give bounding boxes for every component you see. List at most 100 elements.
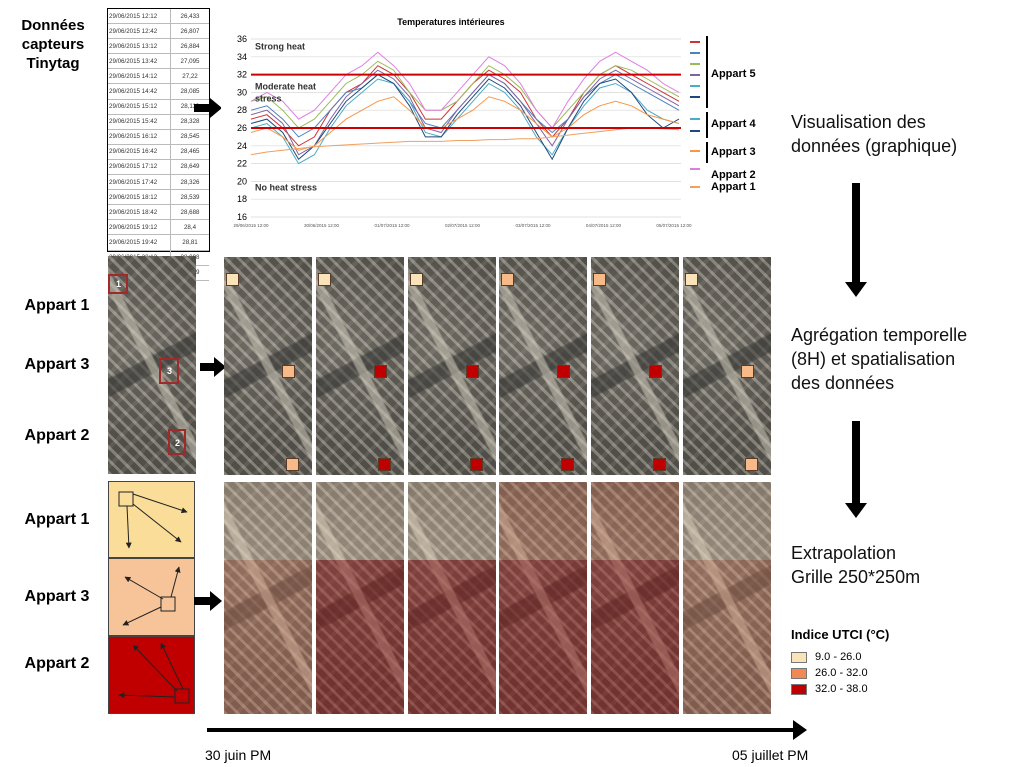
y-tick-label: 24 (237, 141, 247, 151)
utci-tint-band (408, 482, 496, 560)
utci-tint-band (499, 638, 587, 714)
y-tick-label: 16 (237, 212, 247, 222)
datetime-cell: 29/06/2015 15:12 (108, 99, 171, 115)
caption-aggregation: Agrégation temporelle (8H) et spatialisa… (791, 323, 967, 395)
spread-arrows-icon (118, 642, 190, 704)
spread-arrows-icon (118, 491, 188, 549)
legend-swatch (791, 684, 807, 695)
locator-box-1: 1 (108, 274, 128, 294)
x-tick-label: 30/06/2015 12:00 (304, 223, 340, 228)
caption-line: (8H) et spatialisation (791, 349, 956, 369)
utci-marker (741, 365, 754, 378)
aggregated-map-panel (224, 257, 312, 475)
y-tick-label: 28 (237, 105, 247, 115)
row-label-appart-3: Appart 3 (24, 356, 90, 373)
datetime-cell: 29/06/2015 12:42 (108, 23, 171, 40)
utci-marker (593, 273, 606, 286)
legend-line-icon (690, 41, 700, 43)
spread-arrows-icon (122, 566, 181, 626)
utci-marker (318, 273, 331, 286)
utci-tint-band (316, 638, 404, 714)
series-line (250, 127, 680, 156)
value-cell: 28,81 (170, 234, 209, 251)
caption-visualisation: Visualisation des données (graphique) (791, 110, 957, 158)
y-tick-label: 36 (237, 34, 247, 44)
utci-tint-band (316, 482, 404, 560)
y-tick-label: 26 (237, 123, 247, 133)
x-tick-label: 01/07/2015 12:00 (374, 223, 410, 228)
utci-marker (410, 273, 423, 286)
arrow-down-icon (845, 421, 867, 518)
datetime-cell: 29/06/2015 19:42 (108, 234, 171, 251)
legend-line-icon (690, 186, 700, 188)
datetime-cell: 29/06/2015 16:42 (108, 144, 171, 160)
utci-marker (745, 458, 758, 471)
legend-line-icon (690, 85, 700, 87)
value-cell: 28,328 (170, 114, 209, 130)
utci-tint-band (591, 482, 679, 560)
utci-tint-band (224, 482, 312, 560)
caption-line: Extrapolation (791, 543, 897, 563)
legend-bracket (706, 36, 708, 108)
chart-annotation: Strong heat (255, 42, 305, 52)
utci-marker (226, 273, 239, 286)
utci-marker (561, 458, 574, 471)
locator-number: 2 (175, 438, 181, 448)
locator-box-3: 3 (159, 358, 179, 384)
utci-tint-band (591, 560, 679, 638)
row-label-appart-3: Appart 3 (24, 588, 90, 605)
row-label-appart-2: Appart 2 (24, 427, 90, 444)
x-tick-label: 03/07/2015 12:00 (515, 223, 551, 228)
datetime-cell: 29/06/2015 13:12 (108, 38, 171, 55)
series-line (250, 60, 680, 129)
y-tick-label: 22 (237, 159, 247, 169)
value-cell: 27,22 (170, 68, 209, 85)
utci-tint-band (499, 482, 587, 560)
value-cell: 28,085 (170, 83, 209, 100)
timeline-arrow (207, 720, 807, 740)
value-cell: 28,539 (170, 189, 209, 206)
extrapolated-map-panel (591, 482, 679, 714)
legend-line-icon (690, 74, 700, 76)
legend-line-icon (690, 96, 700, 98)
chart-svg: Temperatures intérieures1618202224262830… (233, 17, 691, 228)
legend-group-label: Appart 5 (711, 68, 756, 80)
utci-tint-band (224, 560, 312, 638)
value-cell: 28,465 (170, 144, 209, 160)
sensor-title-line: capteurs (21, 36, 85, 53)
extrapolated-map-panel (224, 482, 312, 714)
x-tick-label: 04/07/2015 12:00 (586, 223, 622, 228)
legend-title: Indice UTCI (°C) (791, 627, 890, 642)
utci-tint-band (591, 638, 679, 714)
datetime-cell: 29/06/2015 14:12 (108, 68, 171, 85)
locator-aerial-map: 1 3 2 (108, 256, 196, 474)
caption-line: Grille 250*250m (791, 567, 921, 587)
timeline-end-label: 05 juillet PM (732, 747, 809, 763)
utci-marker (557, 365, 570, 378)
y-tick-label: 30 (237, 87, 247, 97)
utci-marker (653, 458, 666, 471)
arrow-down-icon (845, 183, 867, 297)
legend-line-icon (690, 63, 700, 65)
series-line (250, 51, 680, 129)
utci-marker (378, 458, 391, 471)
legend-group-label: Appart 2 (711, 169, 756, 181)
y-tick-label: 20 (237, 176, 247, 186)
datetime-cell: 29/06/2015 17:12 (108, 159, 171, 176)
chart-annotation: No heat stress (255, 182, 317, 192)
sensor-title-line: Données (21, 17, 85, 34)
legend-line-icon (690, 168, 700, 170)
utci-marker (470, 458, 483, 471)
caption-extrapolation: Extrapolation Grille 250*250m (791, 541, 920, 589)
legend-swatch (791, 668, 807, 679)
aggregated-map-panel (683, 257, 771, 475)
y-tick-label: 32 (237, 70, 247, 80)
series-line (250, 78, 680, 165)
